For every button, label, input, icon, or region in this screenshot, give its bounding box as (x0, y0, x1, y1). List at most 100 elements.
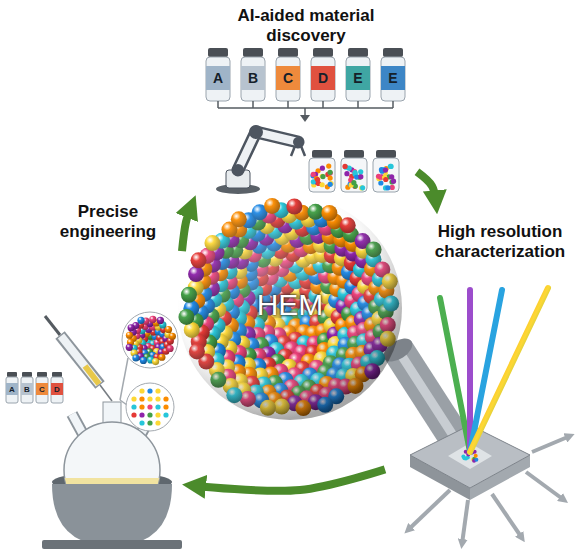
stage-heading: Precise engineering (43, 190, 173, 241)
precursor-dot (139, 388, 144, 393)
precursor-dot (147, 396, 152, 401)
scatter-arrow (462, 500, 468, 544)
syringe-plunger (45, 316, 60, 335)
precursor-dot (147, 388, 152, 393)
vial-letter: A (206, 66, 230, 90)
vial-body (51, 377, 63, 403)
vial-body (311, 57, 335, 101)
robot-joint (293, 137, 303, 147)
stage-group: Precise engineering (2, 190, 182, 550)
sample-particle (474, 458, 478, 462)
powder-particle (385, 185, 390, 190)
nanoparticle-atom (132, 354, 139, 361)
vial-label (206, 66, 230, 90)
vial-cap (348, 48, 368, 57)
vial-letter: B (21, 383, 33, 395)
nanoparticle-atom (165, 326, 172, 333)
vial-cap (312, 150, 332, 158)
label-holder: E (381, 66, 405, 90)
precursor-dot (155, 412, 160, 417)
vial-label (346, 66, 370, 90)
nanoparticle-atom (140, 357, 147, 364)
vial-body (373, 158, 399, 192)
precursor-dot (139, 396, 144, 401)
sphere-label: HEM (178, 196, 402, 322)
nanoparticle-atom (166, 345, 173, 352)
vial-letter: E (381, 66, 405, 90)
powder-particle (376, 174, 381, 179)
syringe-barrel (61, 336, 99, 384)
precursor-dot (131, 404, 136, 409)
powder-particle (320, 174, 325, 179)
vial-letter: E (346, 66, 370, 90)
label-holder: D (311, 66, 335, 90)
robot-joint (249, 125, 263, 139)
precursor-dot (155, 420, 160, 425)
powder-particle (320, 166, 325, 171)
vial-cap (376, 150, 396, 158)
vial-letter: D (311, 66, 335, 90)
cycle-arrow (194, 469, 385, 490)
probe-beam (440, 298, 470, 452)
powder-particle (352, 169, 357, 174)
zoom-circle (126, 383, 174, 431)
feed-line (252, 101, 254, 108)
precursor-dot (147, 412, 152, 417)
vial-body (36, 377, 48, 403)
vial-letter: C (276, 66, 300, 90)
vial-letter: A (6, 383, 18, 395)
zoom-line (120, 358, 128, 400)
label-holder: D (51, 383, 63, 395)
scatter-arrow (408, 490, 450, 530)
vial-label (6, 383, 18, 395)
precursor-dot (131, 396, 136, 401)
vial-cap (52, 372, 62, 377)
nanoparticle-atom (152, 358, 159, 365)
stage-heading: AI-aided material discovery (216, 2, 396, 45)
label-holder: A (6, 383, 18, 395)
robot-joint (232, 164, 244, 176)
powder-particle (328, 175, 333, 180)
label-holder: B (21, 383, 33, 395)
instrument-illustration (380, 288, 570, 544)
nanoparticle-atom (149, 316, 156, 323)
vial-cap (208, 48, 228, 57)
mantle-base (42, 540, 182, 549)
syringe-liquid (85, 366, 99, 384)
powder-particle (358, 169, 363, 174)
robot-gripper (291, 146, 305, 156)
stage-heading: High resolution characterization (424, 214, 576, 261)
precursor-dot (163, 412, 168, 417)
vial-body (381, 57, 405, 101)
vial-label (276, 66, 300, 90)
vial-body (6, 377, 18, 403)
vial-label (241, 66, 265, 90)
powder-particle (388, 164, 393, 169)
vial-label (21, 383, 33, 395)
precursor-dot (147, 404, 152, 409)
powder-particle (315, 177, 320, 182)
powder-particle (383, 167, 388, 172)
label-holder: C (36, 383, 48, 395)
vial-label (311, 66, 335, 90)
precursor-dot (131, 412, 136, 417)
vial-body (309, 158, 335, 192)
vial-cap (313, 48, 333, 57)
beam-tube (398, 350, 456, 440)
nanoparticle-atom (137, 317, 144, 324)
precursor-dot (147, 420, 152, 425)
vial-cap (37, 372, 47, 377)
powder-particle (327, 170, 332, 175)
vial-label (36, 383, 48, 395)
feed-line (304, 108, 306, 116)
nanoparticle-atom (169, 333, 176, 340)
sample-particle (474, 454, 478, 458)
vial-letter: B (241, 66, 265, 90)
powder-particle (320, 174, 325, 179)
powder-particle (342, 164, 347, 169)
nanoparticle-atom (158, 354, 165, 361)
nanoparticle-atom (128, 324, 135, 331)
sphere-shading (178, 196, 402, 420)
feed-arrowhead (300, 115, 310, 122)
powder-particle (328, 170, 333, 175)
